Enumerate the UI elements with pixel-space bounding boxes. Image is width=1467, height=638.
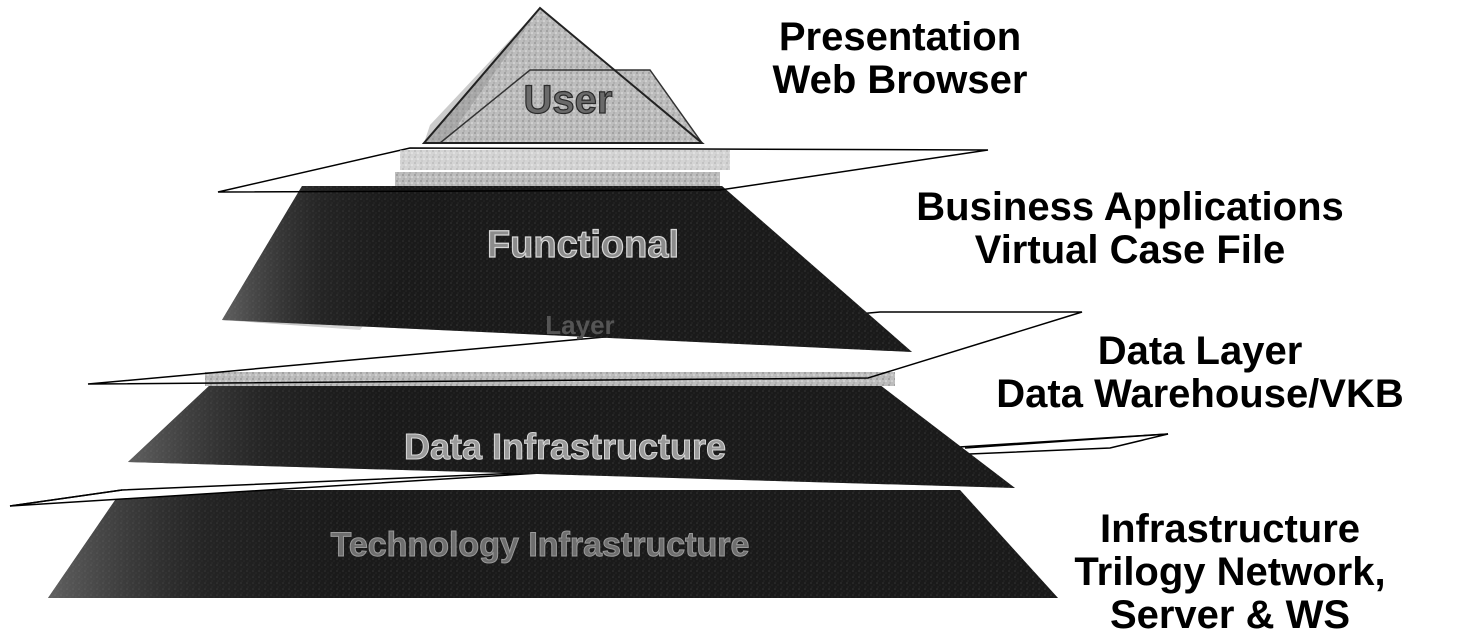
tier-data: Data Infrastructure: [128, 372, 1015, 488]
label-infrastructure-line-1: Infrastructure: [1099, 507, 1361, 551]
tier-user: User: [421, 6, 705, 144]
tier-functional-inner-label: Functional: [487, 224, 679, 266]
label-infrastructure: Infrastructure Trilogy Network, Server &…: [1060, 507, 1400, 638]
label-business-line-2: Virtual Case File: [974, 228, 1286, 273]
tier-functional-inner-sublabel: Layer: [545, 310, 614, 340]
label-presentation-line-2: Web Browser: [772, 58, 1028, 103]
label-presentation: Presentation Web Browser: [740, 15, 1060, 103]
label-data-line-2: Data Warehouse/VKB: [996, 372, 1404, 417]
label-business-line-1: Business Applications: [916, 185, 1344, 229]
tier-functional: Functional Layer: [222, 172, 912, 352]
label-infrastructure-line-3: Server & WS: [1109, 593, 1351, 638]
plane-functional: [217, 147, 989, 193]
tier-data-inner-label: Data Infrastructure: [404, 426, 726, 467]
label-data-layer: Data Layer Data Warehouse/VKB: [940, 329, 1460, 417]
label-data-line-1: Data Layer: [1097, 329, 1303, 373]
tier-user-inner-label: User: [524, 78, 613, 122]
label-business-applications: Business Applications Virtual Case File: [860, 185, 1400, 273]
tier-infrastructure: Technology Infrastructure: [48, 490, 1058, 598]
tier-infrastructure-inner-label: Technology Infrastructure: [331, 526, 750, 564]
label-infrastructure-line-2: Trilogy Network,: [1074, 550, 1386, 595]
label-presentation-line-1: Presentation: [778, 15, 1022, 59]
